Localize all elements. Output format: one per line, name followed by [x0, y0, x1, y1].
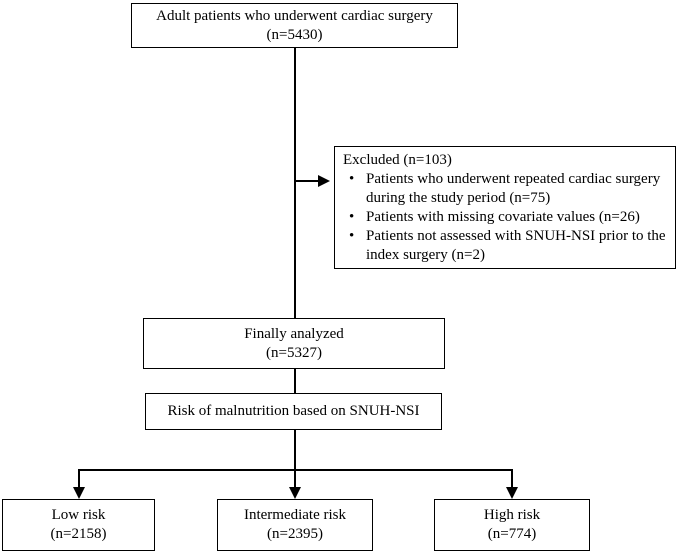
risk-label: Risk of malnutrition based on SNUH-NSI [167, 403, 420, 419]
group-count: (n=2395) [267, 526, 323, 542]
high-risk-arrow-head [506, 487, 518, 499]
exclusion-list: • Patients who underwent repeated cardia… [343, 170, 667, 265]
excluded-box: Excluded (n=103) • Patients who underwen… [334, 146, 676, 269]
group-count: (n=2158) [50, 526, 107, 542]
initial-cohort-label: Adult patients who underwent cardiac sur… [156, 7, 433, 24]
group-name: Low risk [51, 507, 106, 523]
bullet-icon: • [349, 228, 355, 244]
high-risk-box: High risk (n=774) [434, 499, 590, 551]
risk-box: Risk of malnutrition based on SNUH-NSI [145, 393, 442, 430]
intermediate-risk-box: Intermediate risk (n=2395) [217, 499, 373, 551]
bullet-icon: • [349, 209, 355, 225]
analyzed-count: (n=5327) [266, 344, 322, 361]
high-risk-connector [511, 469, 513, 488]
initial-cohort-count: (n=5430) [266, 26, 323, 43]
initial-cohort-box: Adult patients who underwent cardiac sur… [131, 3, 458, 48]
exclusion-arrow-head [318, 175, 330, 187]
exclusion-item-text: Patients with missing covariate values (… [366, 209, 640, 225]
analyzed-risk-connector [294, 369, 296, 393]
bullet-icon: • [349, 171, 355, 187]
intermediate-risk-arrow-head [289, 487, 301, 499]
exclusion-item: • Patients not assessed with SNUH-NSI pr… [343, 227, 667, 265]
group-name: Intermediate risk [243, 507, 347, 523]
exclusion-item-text: Patients who underwent repeated cardiac … [366, 171, 661, 206]
main-connector [294, 48, 296, 318]
low-risk-box: Low risk (n=2158) [2, 499, 155, 551]
exclusion-connector [295, 180, 319, 182]
risk-branch-connector [294, 430, 296, 488]
analyzed-label: Finally analyzed [244, 325, 344, 342]
exclusion-item: • Patients with missing covariate values… [343, 208, 667, 227]
low-risk-connector [78, 469, 80, 488]
excluded-title: Excluded (n=103) [343, 152, 452, 168]
analyzed-box: Finally analyzed (n=5327) [143, 318, 445, 369]
group-count: (n=774) [487, 526, 537, 542]
exclusion-item: • Patients who underwent repeated cardia… [343, 170, 667, 208]
branch-horizontal-line [78, 469, 512, 471]
low-risk-arrow-head [73, 487, 85, 499]
group-name: High risk [483, 507, 541, 523]
exclusion-item-text: Patients not assessed with SNUH-NSI prio… [366, 228, 666, 263]
